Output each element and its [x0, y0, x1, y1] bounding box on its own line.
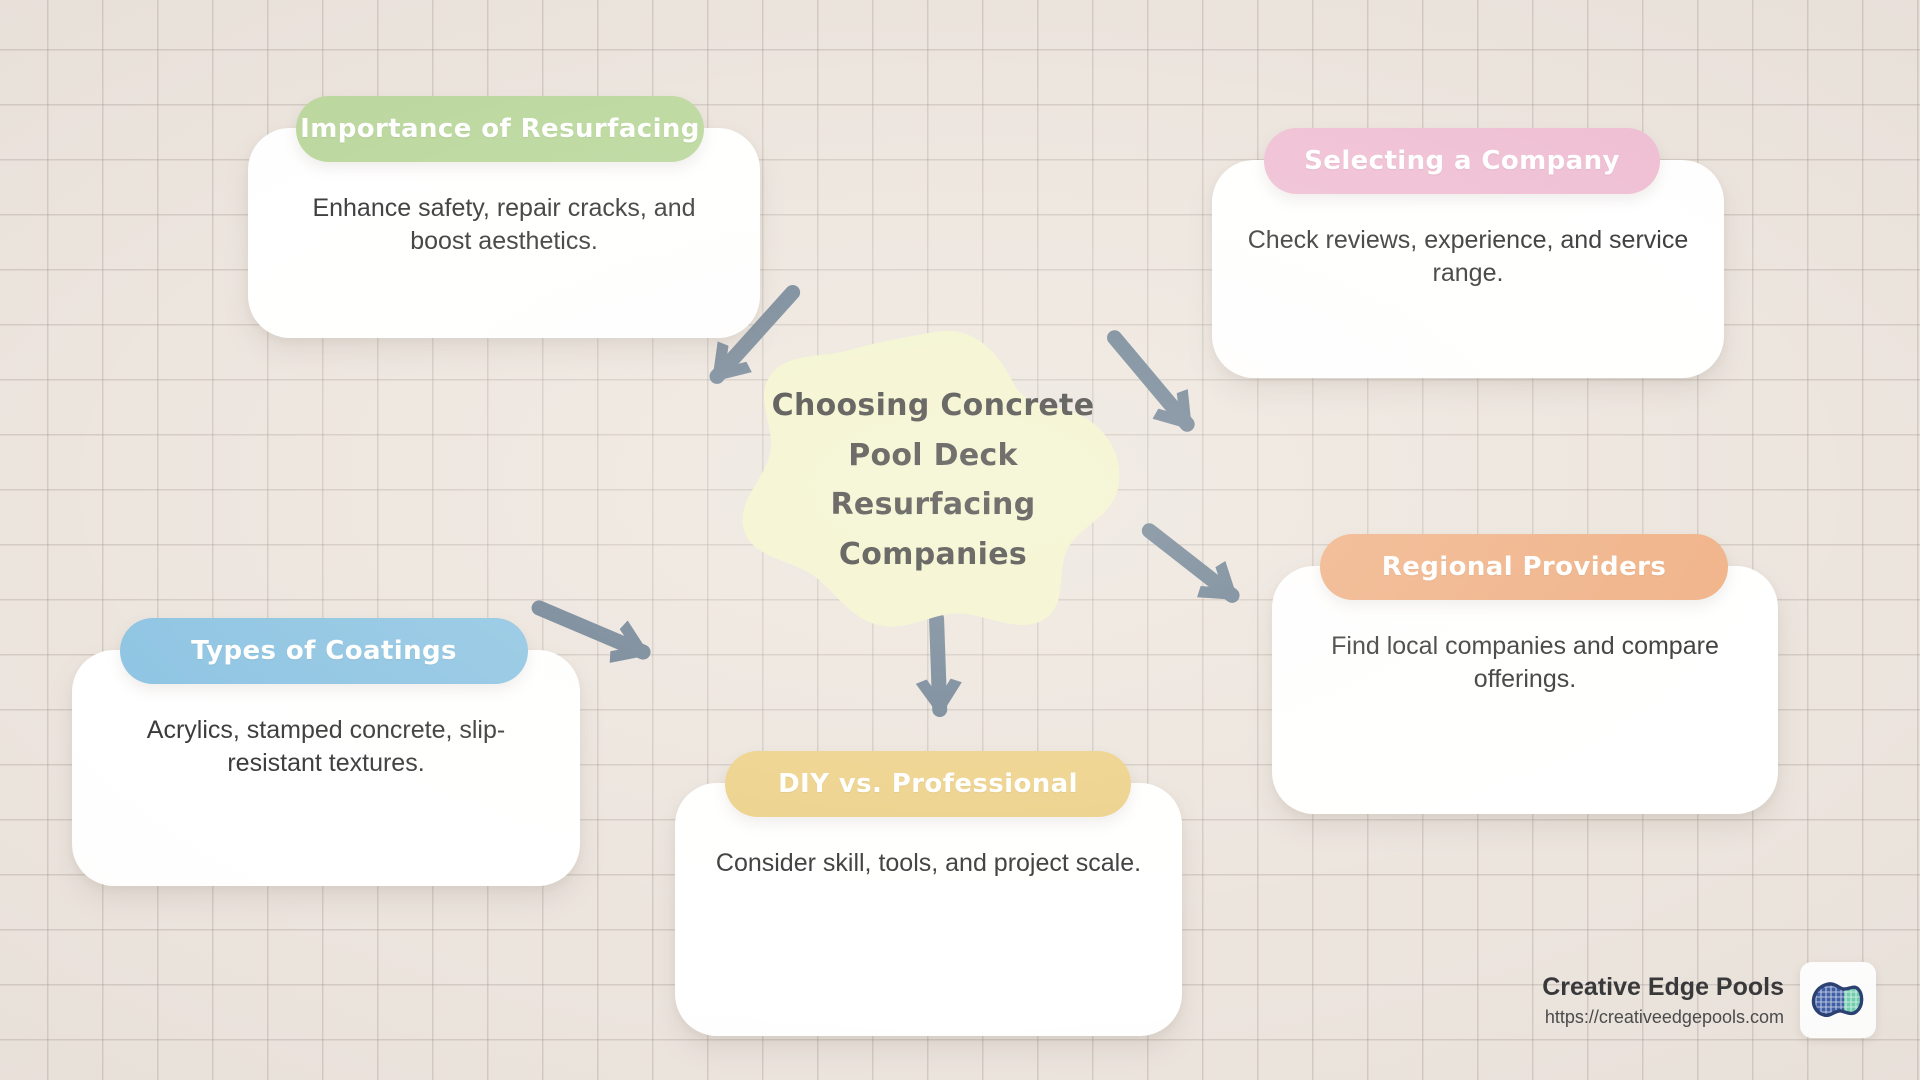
- card-body: [1212, 160, 1724, 378]
- brand-name: Creative Edge Pools: [1542, 973, 1784, 1001]
- center-node[interactable]: Choosing Concrete Pool Deck Resurfacing …: [738, 330, 1128, 630]
- node-diy-vs-professional[interactable]: DIY vs. Professional Consider skill, too…: [675, 751, 1182, 1036]
- node-header-importance-of-resurfacing[interactable]: Importance of Resurfacing: [296, 96, 704, 162]
- card-body: [72, 650, 580, 886]
- node-selecting-a-company[interactable]: Selecting a Company Check reviews, exper…: [1212, 128, 1724, 378]
- node-regional-providers[interactable]: Regional Providers Find local companies …: [1272, 534, 1778, 814]
- node-body-text: Consider skill, tools, and project scale…: [715, 849, 1142, 877]
- node-title: Regional Providers: [1381, 552, 1667, 582]
- center-title-line-1: Choosing Concrete: [771, 388, 1095, 423]
- branding[interactable]: Creative Edge Pools https://creativeedge…: [1542, 962, 1876, 1038]
- center-title: Choosing Concrete Pool Deck Resurfacing …: [764, 381, 1102, 579]
- node-types-of-coatings[interactable]: Types of Coatings Acrylics, stamped conc…: [72, 618, 580, 886]
- node-title: Selecting a Company: [1304, 146, 1620, 176]
- brand-logo[interactable]: [1800, 962, 1876, 1038]
- card-body: [248, 128, 760, 338]
- node-header-types-of-coatings[interactable]: Types of Coatings: [120, 618, 528, 684]
- center-title-line-3: Companies: [838, 536, 1028, 572]
- brand-texts: Creative Edge Pools https://creativeedge…: [1542, 972, 1784, 1028]
- node-body-text: Enhance safety, repair cracks, and boost…: [312, 194, 696, 255]
- node-importance-of-resurfacing[interactable]: Importance of Resurfacing Enhance safety…: [248, 96, 760, 338]
- node-body-text: Find local companies and compare offerin…: [1331, 632, 1719, 693]
- brand-url: https://creativeedgepools.com: [1544, 1007, 1784, 1027]
- node-header-regional-providers[interactable]: Regional Providers: [1320, 534, 1728, 600]
- node-title: Types of Coatings: [191, 636, 457, 666]
- node-title: DIY vs. Professional: [778, 769, 1078, 799]
- node-body-text: Acrylics, stamped concrete, slip-resista…: [146, 716, 506, 777]
- node-header-diy-vs-professional[interactable]: DIY vs. Professional: [725, 751, 1131, 817]
- card-body: [675, 783, 1182, 1036]
- arrow-down-right: [1141, 523, 1240, 603]
- pool-logo-icon: [1811, 982, 1864, 1018]
- card-body: [1272, 566, 1778, 814]
- node-title: Importance of Resurfacing: [300, 114, 700, 144]
- node-body-text: Check reviews, experience, and service r…: [1247, 226, 1689, 287]
- center-blob-shape: [742, 330, 1120, 627]
- center-title-line-2: Pool Deck Resurfacing: [830, 437, 1036, 523]
- node-header-selecting-a-company[interactable]: Selecting a Company: [1264, 128, 1660, 194]
